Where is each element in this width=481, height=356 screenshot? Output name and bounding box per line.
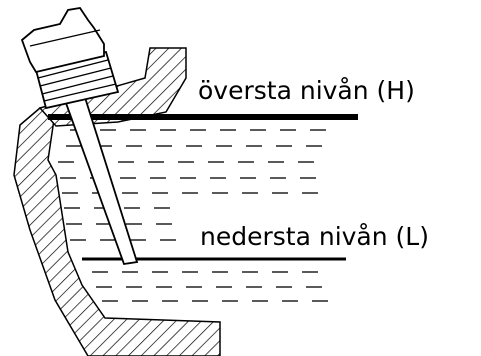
bottom-level-label: nedersta nivån (L) [200, 222, 429, 251]
cap-head [20, 7, 105, 74]
top-level-label: översta nivån (H) [198, 76, 415, 105]
